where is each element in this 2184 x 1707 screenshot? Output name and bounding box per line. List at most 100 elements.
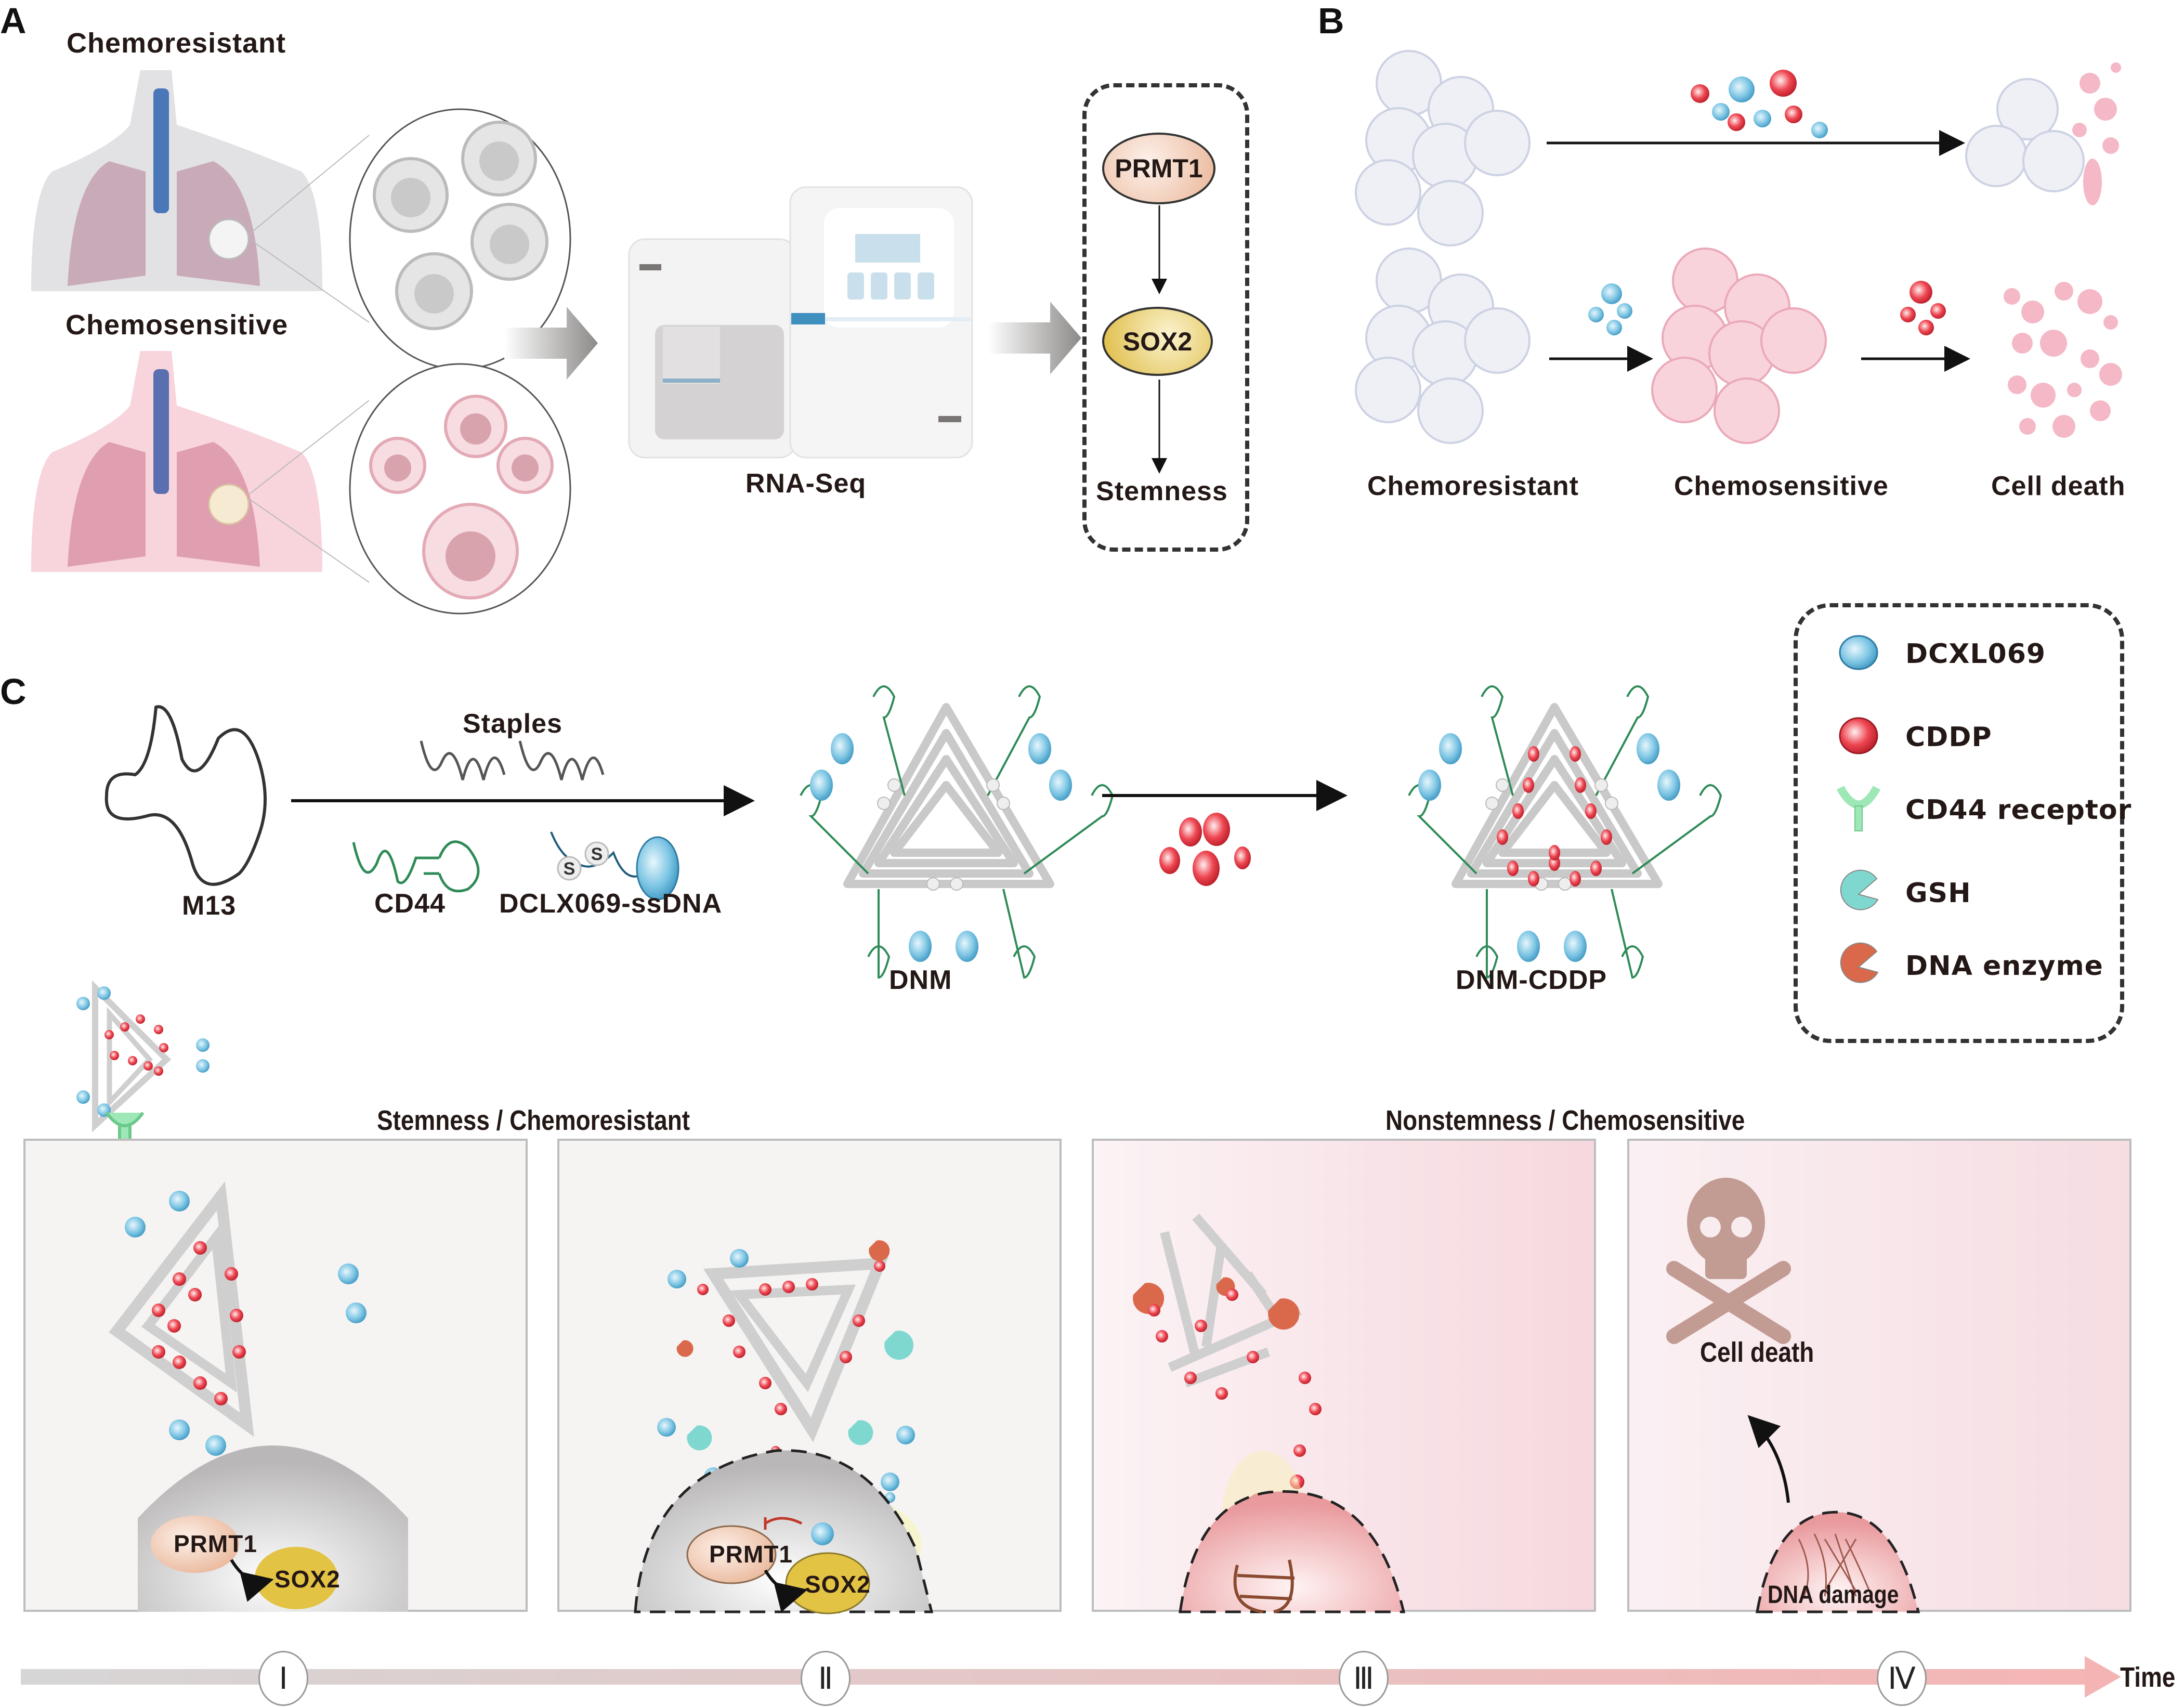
dcxl069-sphere bbox=[1657, 770, 1680, 801]
dcxl069-sphere bbox=[1439, 733, 1462, 764]
dna-damage-label: DNA damage bbox=[1768, 1581, 1899, 1609]
chemosensitive-cells-magnified bbox=[249, 363, 571, 615]
cd44-aptamer-strand bbox=[1475, 889, 1499, 979]
rna-seq-label: RNA-Seq bbox=[745, 468, 867, 499]
cddp-particle bbox=[1575, 777, 1586, 793]
cd44-aptamer-strand bbox=[872, 685, 906, 796]
arrow-prmt1-to-sox2 bbox=[1152, 205, 1167, 294]
dna-origami-beam bbox=[1451, 703, 1663, 888]
loading-arrow bbox=[1102, 780, 1348, 811]
dna-origami-beam bbox=[1467, 729, 1642, 878]
cddp-particle bbox=[1570, 746, 1581, 762]
panel-letter-b: B bbox=[1318, 1, 1344, 41]
dnm-nanostructure-icon bbox=[800, 685, 1114, 979]
staples-label: Staples bbox=[463, 709, 563, 739]
b-chemoresistant-label: Chemoresistant bbox=[1367, 471, 1579, 501]
stage-1-sox2-label: SOX2 bbox=[274, 1566, 341, 1593]
dead-cell-fragments bbox=[2004, 282, 2122, 438]
cddp-particle bbox=[1590, 861, 1602, 876]
damaged-dna-icon bbox=[1798, 1533, 1873, 1597]
m13-scaffold-icon bbox=[104, 705, 267, 886]
cd44-label: CD44 bbox=[374, 889, 446, 919]
nonstemness-chemosensitive-title: Nonstemness / Chemosensitive bbox=[1385, 1105, 1745, 1136]
dcxl069-sphere bbox=[1028, 733, 1051, 764]
partial-death-cluster bbox=[1965, 62, 2121, 205]
cd44-aptamer-strand bbox=[1002, 889, 1036, 979]
legend-label: DCXL069 bbox=[1905, 639, 2046, 670]
cell-chemo-response-illustration bbox=[1355, 50, 2122, 444]
prmt1-node: PRMT1 bbox=[1102, 133, 1215, 204]
staples-strands-icon bbox=[420, 740, 605, 780]
dnm-cddp-binding-cd44-icon bbox=[76, 980, 210, 1151]
cddp-loaded-particles bbox=[152, 1241, 246, 1405]
dna-origami-beam bbox=[859, 729, 1034, 878]
dna-enzyme-particles bbox=[676, 1240, 890, 1357]
stemness-chemoresistant-title: Stemness / Chemoresistant bbox=[377, 1105, 690, 1136]
cddp-particle bbox=[1549, 845, 1560, 861]
panel-letter-c: C bbox=[0, 671, 27, 712]
arrow-sox2-to-stemness bbox=[1152, 380, 1167, 474]
disulfide-bond bbox=[1605, 797, 1618, 810]
chemosensitive-torso-illustration bbox=[31, 351, 322, 572]
degraded-nanostructure bbox=[1160, 1214, 1302, 1388]
dna-origami-beam bbox=[843, 703, 1054, 888]
pathway-box bbox=[1082, 83, 1249, 552]
b-chemosensitive-label: Chemosensitive bbox=[1674, 471, 1889, 501]
sox2-node: SOX2 bbox=[1102, 307, 1213, 376]
disulfide-bond bbox=[1496, 778, 1509, 792]
time-axis-label: Time bbox=[2120, 1662, 2176, 1693]
dcxl069-sphere bbox=[1418, 770, 1441, 801]
cddp-released-particles bbox=[697, 1260, 885, 1455]
stage-1-illustration bbox=[109, 1181, 408, 1612]
resistant-cell-cluster-bottom bbox=[1355, 247, 1531, 444]
y-receptor-icon bbox=[1836, 786, 1881, 831]
cd44-aptamer-strand bbox=[1481, 685, 1514, 796]
timeline-marker-2: Ⅱ bbox=[801, 1651, 851, 1706]
chemoresistant-patient-label: Chemoresistant bbox=[67, 28, 286, 59]
dnm-label: DNM bbox=[889, 965, 952, 995]
chemosensitive-patient-label: Chemosensitive bbox=[66, 309, 289, 341]
rna-seq-instrument-icon bbox=[628, 186, 973, 459]
dcxl069-sphere bbox=[909, 931, 932, 962]
timeline-arrow bbox=[21, 1656, 2121, 1698]
skull-crossbones-icon bbox=[1666, 1178, 1791, 1344]
chemoresistant-torso-illustration bbox=[31, 70, 322, 291]
dcxl069-sphere bbox=[956, 931, 978, 962]
cddp-particle bbox=[1497, 829, 1508, 845]
stage-2-illustration bbox=[634, 1240, 934, 1614]
disulfide-bond bbox=[986, 778, 1000, 792]
cddp-particle bbox=[1601, 829, 1612, 845]
dna-origami-beam bbox=[874, 755, 1018, 867]
disulfide-bond bbox=[877, 797, 891, 810]
disulfide-bond bbox=[887, 778, 901, 792]
disulfide-bond bbox=[926, 877, 940, 891]
stage-2-prmt1-label: PRMT1 bbox=[709, 1541, 793, 1568]
dnm-cddp-nanostructure-icon bbox=[1408, 685, 1722, 979]
stage-1-prmt1-label: PRMT1 bbox=[174, 1530, 257, 1557]
stage-3-illustration bbox=[1133, 1214, 1406, 1613]
stage-4-cell-death-label: Cell death bbox=[1700, 1337, 1814, 1368]
cddp-particle bbox=[1585, 803, 1597, 819]
disulfide-s-glyph: S bbox=[591, 844, 603, 864]
dcxl069-sphere bbox=[1637, 733, 1659, 764]
cd44-aptamer-strand bbox=[1611, 889, 1644, 979]
cd44-aptamer-strand bbox=[1631, 784, 1722, 875]
disulfide-s-glyph: S bbox=[564, 859, 576, 879]
dcxl069-sphere bbox=[1564, 931, 1587, 962]
dnm-cddp-label: DNM-CDDP bbox=[1456, 965, 1607, 995]
cd44-aptamer-strand bbox=[1595, 685, 1650, 796]
cd44-aptamer-strand bbox=[987, 685, 1041, 796]
cddp-particle bbox=[1528, 871, 1539, 887]
timeline-marker-1: Ⅰ bbox=[258, 1651, 308, 1706]
pacman-orange-icon bbox=[1840, 942, 1879, 983]
cd44-aptamer-strand bbox=[867, 889, 891, 979]
cd44-aptamer-icon bbox=[352, 840, 480, 893]
legend-label: GSH bbox=[1905, 878, 1971, 909]
m13-label: M13 bbox=[182, 891, 237, 921]
cddp-particle bbox=[1528, 746, 1539, 762]
sensitive-cell-cluster bbox=[1651, 247, 1827, 444]
panel-letter-a: A bbox=[0, 1, 27, 41]
cddp-particle bbox=[1523, 777, 1534, 793]
sox2-label: SOX2 bbox=[1122, 327, 1193, 356]
dcxl069-particles bbox=[1588, 283, 1632, 335]
